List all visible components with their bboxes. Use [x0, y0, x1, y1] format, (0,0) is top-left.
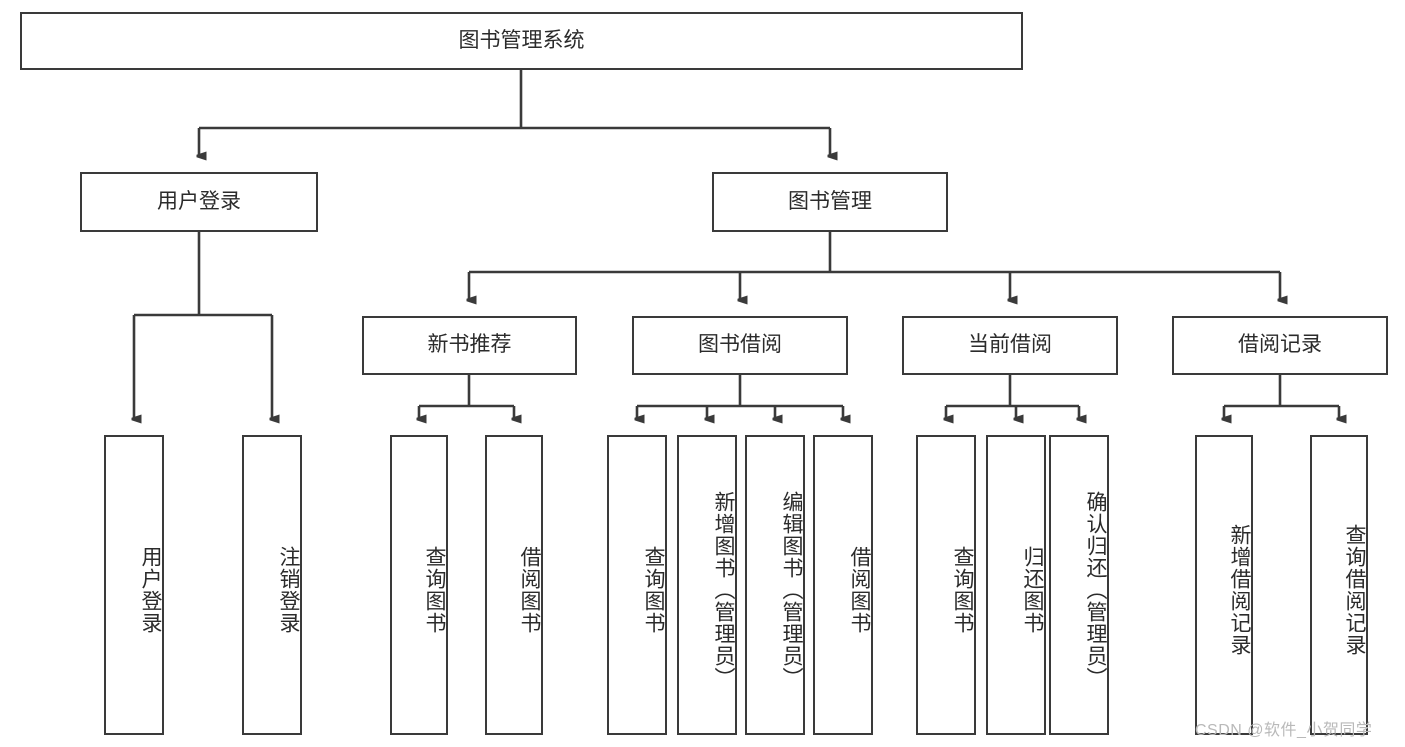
node-leaf-borrow-book[interactable]: 借阅图书 — [813, 435, 873, 735]
node-label: 当前借阅 — [968, 333, 1052, 357]
node-borrow-record[interactable]: 借阅记录 — [1172, 316, 1388, 375]
node-leaf-logout[interactable]: 注销登录 — [242, 435, 302, 735]
node-leaf-edit-book-admin[interactable]: 编辑图书（管理员） — [745, 435, 805, 735]
node-user-login[interactable]: 用户登录 — [80, 172, 318, 232]
node-root-book-management-system[interactable]: 图书管理系统 — [20, 12, 1023, 70]
node-leaf-add-book-admin[interactable]: 新增图书（管理员） — [677, 435, 737, 735]
node-label: 图书管理 — [788, 189, 872, 213]
node-label: 新增借阅记录 — [1228, 524, 1251, 656]
node-label: 图书借阅 — [698, 333, 782, 357]
node-label: 查询图书 — [642, 546, 665, 634]
node-book-borrow[interactable]: 图书借阅 — [632, 316, 848, 375]
node-label: 归还图书 — [1021, 546, 1044, 634]
node-label: 注销登录 — [277, 546, 300, 634]
node-label: 借阅记录 — [1238, 333, 1322, 357]
node-leaf-confirm-return-admin[interactable]: 确认归还（管理员） — [1049, 435, 1109, 735]
node-leaf-query-book-borrow[interactable]: 查询图书 — [607, 435, 667, 735]
node-leaf-user-login[interactable]: 用户登录 — [104, 435, 164, 735]
node-label: 借阅图书 — [518, 546, 541, 634]
node-leaf-return-book[interactable]: 归还图书 — [986, 435, 1046, 735]
node-leaf-query-book-current[interactable]: 查询图书 — [916, 435, 976, 735]
csdn-watermark: CSDN @软件_小贺同学 — [1195, 722, 1373, 739]
node-label: 新书推荐 — [427, 333, 512, 357]
node-label: 借阅图书 — [848, 546, 871, 634]
node-label: 查询图书 — [951, 546, 974, 634]
node-label: 查询图书 — [423, 546, 446, 634]
node-book-management[interactable]: 图书管理 — [712, 172, 948, 232]
node-label: 用户登录 — [157, 189, 241, 213]
node-leaf-query-borrow-record[interactable]: 查询借阅记录 — [1310, 435, 1368, 735]
node-label: 查询借阅记录 — [1343, 524, 1366, 656]
node-label: 新增图书（管理员） — [712, 491, 735, 689]
node-leaf-borrow-book-recommend[interactable]: 借阅图书 — [485, 435, 543, 735]
node-leaf-query-book-recommend[interactable]: 查询图书 — [390, 435, 448, 735]
node-label: 用户登录 — [139, 546, 162, 634]
node-new-book-recommend[interactable]: 新书推荐 — [362, 316, 577, 375]
node-current-borrow[interactable]: 当前借阅 — [902, 316, 1118, 375]
node-leaf-add-borrow-record[interactable]: 新增借阅记录 — [1195, 435, 1253, 735]
node-label: 确认归还（管理员） — [1084, 491, 1107, 689]
node-label: 图书管理系统 — [458, 28, 585, 52]
node-label: 编辑图书（管理员） — [780, 491, 803, 689]
